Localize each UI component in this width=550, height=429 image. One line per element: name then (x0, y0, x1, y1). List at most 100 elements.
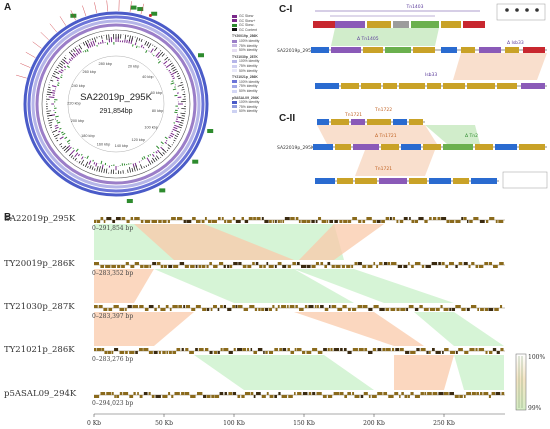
panel-a-letter: A (4, 2, 12, 13)
gc-content-bar (167, 144, 172, 148)
gene-feature (343, 220, 348, 223)
gene-feature (181, 392, 185, 395)
origin-marker (148, 13, 152, 17)
inner-tick-label: 120 kbp (132, 138, 146, 142)
gene-feature (435, 351, 441, 354)
gene-feature (466, 220, 469, 223)
gene-feature (125, 351, 128, 354)
gc-content-bar (160, 50, 162, 52)
gene-feature (368, 308, 373, 311)
gene-feature (195, 220, 201, 223)
gene-feature (480, 308, 484, 311)
gene-feature (227, 220, 232, 223)
gc-content-bar (174, 137, 177, 140)
gene-feature (373, 305, 379, 308)
gene-feature (468, 265, 471, 268)
gene-feature (484, 308, 489, 311)
gc-skew-bar (172, 77, 175, 80)
gc-content-bar (171, 64, 175, 67)
gene-feature (397, 265, 403, 268)
gc-skew-bar (126, 39, 128, 44)
gene-feature (288, 395, 293, 398)
gc-content-bar (49, 124, 53, 126)
gene-feature (347, 351, 352, 354)
gene-block-3 (151, 11, 158, 16)
gc-skew-bar (56, 84, 60, 86)
gene-feature (301, 220, 307, 223)
gene-feature (485, 351, 488, 354)
gene-label-leader (49, 23, 58, 33)
gene-feature (463, 262, 468, 265)
c2-tn1722-label: Tn1722 (374, 107, 392, 113)
c1-key-icons (505, 8, 539, 12)
legend-group-1: TY20019p_286K (232, 34, 258, 39)
gene-feature (172, 305, 178, 308)
inner-tick-label: 140 kbp (115, 144, 129, 148)
gene-feature (249, 305, 255, 308)
gene-feature (331, 265, 335, 268)
gc-skew-bar (66, 65, 70, 69)
gene-feature (168, 265, 173, 268)
gene-feature (330, 348, 333, 351)
gene-feature (143, 348, 149, 351)
gene-feature (132, 305, 138, 308)
gene-feature (197, 392, 203, 395)
gc-content-bar (150, 160, 154, 164)
gene-feature (396, 220, 399, 223)
c2-key-box (502, 171, 548, 189)
gene-feature (130, 265, 135, 268)
gene-feature (96, 220, 101, 223)
gene-feature (401, 392, 404, 395)
x-tick-100: 100 Kb (223, 420, 245, 427)
gc-skew-bar (156, 145, 160, 149)
gc-skew-bar (60, 76, 63, 79)
gc-content-bar (135, 165, 138, 171)
gc-skew-bar (56, 121, 61, 124)
gc-content-bar (152, 157, 156, 163)
gene-feature (406, 308, 409, 311)
gene-block-1 (130, 5, 137, 10)
gc-skew-bar (134, 42, 137, 46)
gene-feature (368, 351, 373, 354)
gene-feature (171, 217, 176, 220)
gene-feature (348, 308, 351, 311)
gene-feature (96, 348, 102, 351)
gc-skew-bar (164, 141, 168, 145)
c1-track3-label: Isb33 (425, 72, 437, 78)
gene-feature (263, 351, 265, 354)
gene-feature (274, 348, 278, 351)
gene-feature (169, 308, 172, 311)
gene-feature (176, 348, 181, 351)
gene-feature (256, 217, 261, 220)
gc-skew-bar (101, 39, 104, 44)
identity-scale: 100% 99% (515, 353, 545, 412)
gene-feature (184, 392, 190, 395)
gc-content-bar (56, 139, 59, 142)
gc-content-bar (94, 37, 97, 43)
gene-feature (427, 392, 432, 395)
gene-feature (352, 217, 357, 220)
gc-skew-bar (78, 48, 82, 53)
gc-skew-bar (55, 115, 59, 118)
inner-tick-label: 280 kbp (99, 62, 113, 66)
seq-label-1: SA22019p_295K (4, 214, 76, 224)
ring-ty21021 (27, 15, 205, 193)
gene-feature (227, 265, 230, 268)
gc-skew-bar (149, 153, 152, 156)
gene-feature (181, 348, 184, 351)
gc-skew-bar (155, 51, 160, 57)
gc-content-bar (171, 66, 176, 70)
gc-content-bar (147, 43, 152, 49)
gene-feature (424, 392, 427, 395)
c2-mid-label: SA22019p_295K (277, 145, 315, 151)
gc-content-bar (65, 149, 70, 153)
gene-feature (316, 392, 322, 395)
gc-skew-bar (158, 59, 160, 61)
gene-feature (213, 351, 218, 354)
gene-feature (296, 262, 300, 265)
inner-tick-label: 220 kbp (67, 102, 81, 106)
gc-content-bar (56, 66, 59, 69)
gc-content-bar (55, 137, 58, 140)
gene-feature (339, 220, 343, 223)
gene-feature (385, 217, 390, 220)
